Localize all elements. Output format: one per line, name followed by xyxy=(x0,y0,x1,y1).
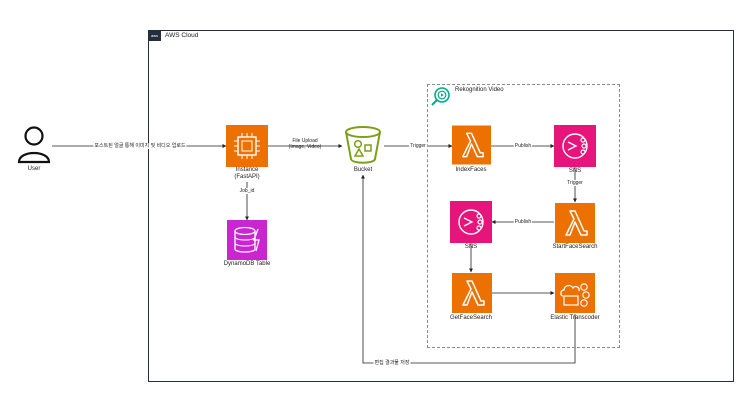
sns-icon xyxy=(554,125,596,167)
s3-bucket-icon xyxy=(345,126,381,164)
rekognition-video-label: Rekognition Video xyxy=(455,87,504,93)
sns-label: SNS xyxy=(464,244,478,250)
dynamodb-icon xyxy=(227,220,267,260)
getfacesearch-label: GetFaceSearch xyxy=(449,315,493,321)
aws-cloud-label: AWS Cloud xyxy=(165,32,199,39)
bucket-label: Bucket xyxy=(353,167,373,173)
edge-label-file-upload: File Upload (Image, Video) xyxy=(288,138,322,150)
startfacesearch-label: StartFaceSearch xyxy=(552,244,598,250)
edge-label-trigger: Trigger xyxy=(566,180,584,186)
dynamodb-label: DynamoDB Table xyxy=(223,261,271,267)
indexfaces-label: IndexFaces xyxy=(455,167,487,173)
lambda-indexfaces-icon xyxy=(452,125,491,165)
lambda-getfacesearch-icon xyxy=(452,273,492,313)
instance-label: Instance (FastAPI) xyxy=(234,167,260,180)
edge-label-publish: Publish xyxy=(513,219,533,225)
ec2-instance-icon xyxy=(226,125,268,167)
user-label: User xyxy=(27,166,41,173)
rekognition-icon xyxy=(431,87,450,106)
edge-label-trigger: Trigger xyxy=(409,143,427,149)
edge-label-publish: Publish xyxy=(513,143,533,149)
aws-cloud-group xyxy=(148,30,734,382)
aws-logo-icon: aws xyxy=(148,30,161,41)
user-icon xyxy=(17,126,51,164)
edge-label-upload: 포스트된 얼굴 통해 이미지 및 비디오 업로드 xyxy=(93,143,187,149)
sns-label: SNS xyxy=(568,168,582,174)
elastic-transcoder-label: Elastic Transcoder xyxy=(550,315,600,321)
edge-label-job-id: Job_id xyxy=(238,188,256,194)
edge-label-save-result: 편집 결과물 저장 xyxy=(373,360,411,366)
elastic-transcoder-icon xyxy=(555,273,595,313)
rekognition-video-group xyxy=(427,84,620,348)
sns-icon xyxy=(450,201,492,243)
lambda-startfacesearch-icon xyxy=(555,203,595,243)
edge-transcoder-bucket xyxy=(361,174,576,364)
